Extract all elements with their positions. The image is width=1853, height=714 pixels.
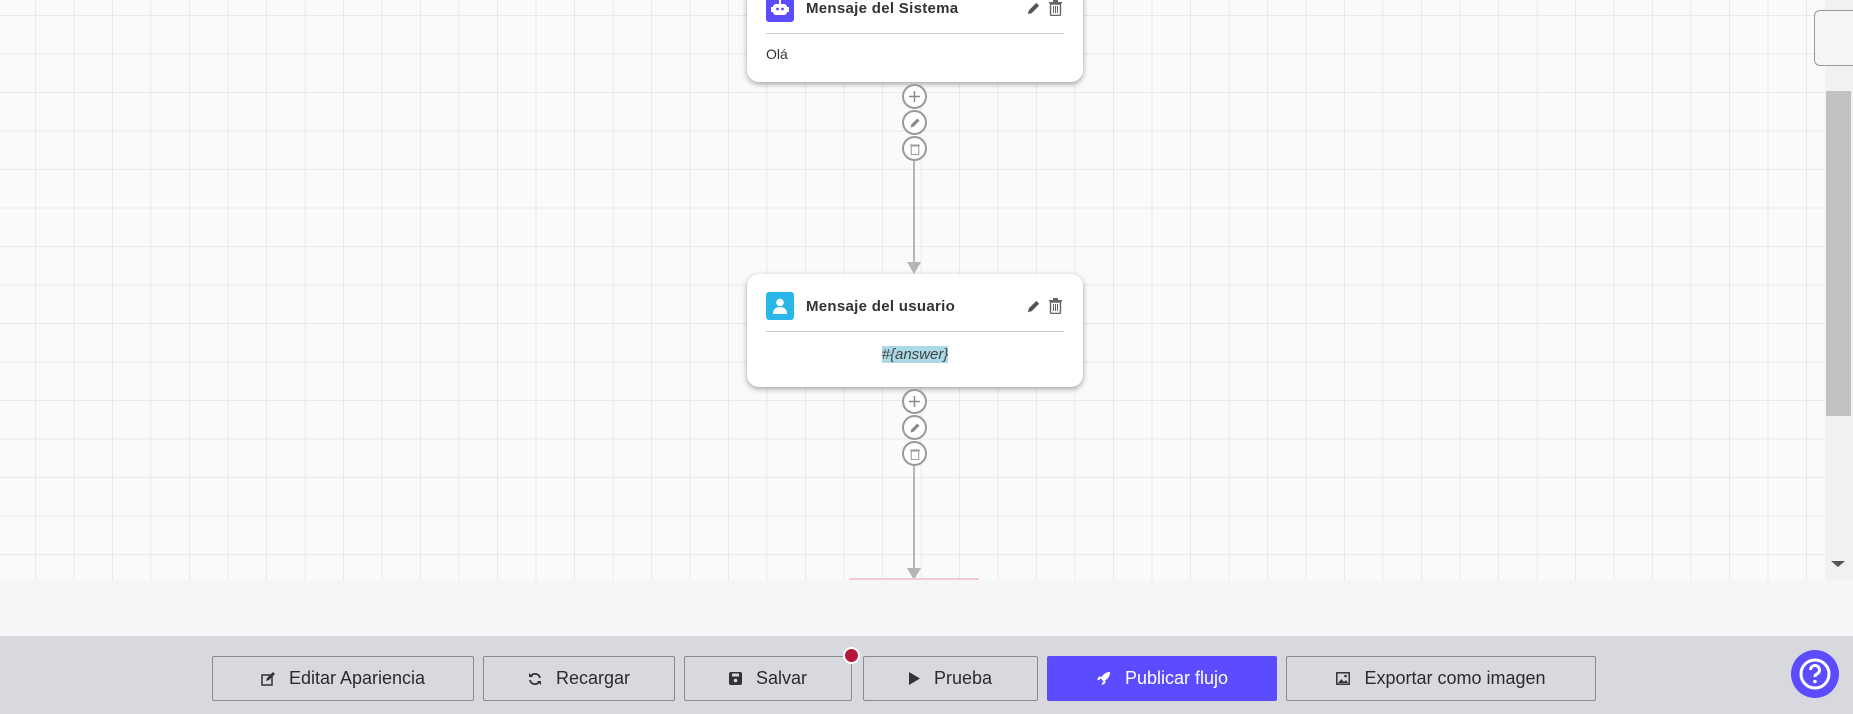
edit-icon (261, 671, 275, 686)
add-node-button[interactable] (902, 389, 927, 414)
connector-line (913, 466, 915, 570)
save-button[interactable]: Salvar (684, 656, 852, 701)
save-label: Salvar (755, 668, 808, 688)
node-system-message[interactable]: Mensaje del Sistema Olá (747, 0, 1083, 82)
delete-connection-button[interactable] (902, 441, 927, 466)
edit-appearance-button[interactable]: Editar Apariencia (212, 656, 474, 701)
edit-appearance-label: Editar Apariencia (288, 668, 426, 688)
play-icon (908, 672, 920, 685)
node-title: Mensaje del Sistema (806, 0, 959, 17)
edit-pencil-icon[interactable] (1024, 297, 1042, 315)
unsaved-changes-badge (843, 647, 860, 664)
image-icon (1336, 672, 1351, 685)
flow-canvas[interactable]: Mensaje del Sistema Olá Mensaje del usua… (0, 0, 1853, 580)
minimap-panel[interactable] (1814, 10, 1853, 66)
trash-icon[interactable] (1046, 297, 1064, 315)
save-icon (728, 672, 742, 685)
robot-icon (766, 0, 794, 22)
answer-variable: #{answer} (881, 346, 949, 363)
delete-connection-button[interactable] (902, 136, 927, 161)
add-node-button[interactable] (902, 84, 927, 109)
publish-flow-button[interactable]: Publicar flujo (1047, 656, 1277, 701)
user-icon (766, 292, 794, 320)
connector-arrow (907, 568, 921, 580)
reload-label: Recargar (555, 668, 631, 688)
connector-line (913, 161, 915, 263)
edit-connection-button[interactable] (902, 110, 927, 135)
edit-pencil-icon[interactable] (1024, 0, 1042, 17)
divider (766, 331, 1064, 332)
connector-arrow (907, 262, 921, 274)
divider (766, 33, 1064, 34)
export-image-button[interactable]: Exportar como imagen (1286, 656, 1596, 701)
node-title: Mensaje del usuario (806, 297, 956, 315)
scroll-down-arrow-icon[interactable] (1831, 561, 1845, 567)
edit-connection-button[interactable] (902, 415, 927, 440)
next-node-edge (849, 578, 979, 580)
rocket-icon (1096, 671, 1111, 686)
trash-icon[interactable] (1046, 0, 1064, 17)
help-button[interactable] (1791, 650, 1839, 698)
export-image-label: Exportar como imagen (1364, 668, 1546, 688)
scrollbar-thumb[interactable] (1826, 91, 1851, 416)
test-label: Prueba (933, 668, 993, 688)
node-body: Olá (766, 46, 788, 62)
reload-button[interactable]: Recargar (483, 656, 675, 701)
publish-flow-label: Publicar flujo (1124, 668, 1229, 688)
question-icon (1799, 658, 1831, 690)
refresh-icon (528, 672, 541, 685)
node-user-message[interactable]: Mensaje del usuario #{answer} (747, 274, 1083, 387)
test-button[interactable]: Prueba (863, 656, 1038, 701)
